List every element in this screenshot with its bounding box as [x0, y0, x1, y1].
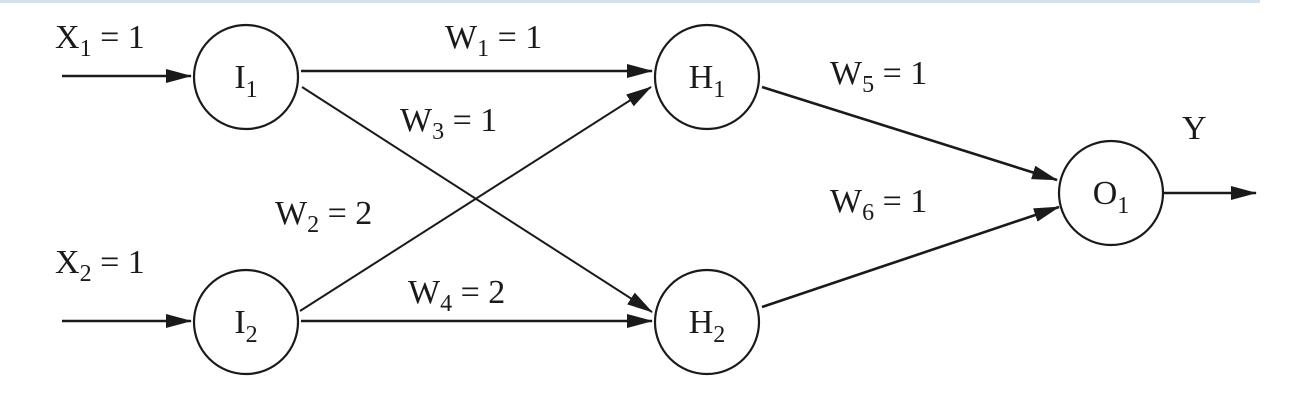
- svg-text:H2: H2: [689, 304, 726, 348]
- svg-text:O1: O1: [1093, 175, 1130, 219]
- weight-label-w3: W3 = 1: [400, 102, 497, 145]
- input-label-x1: X1 = 1: [55, 19, 145, 62]
- weight-label-w2: W2 = 2: [275, 195, 372, 238]
- node-h1: H1: [653, 23, 761, 131]
- node-i2: I2: [192, 268, 300, 376]
- weight-label-w6: W6 = 1: [830, 183, 927, 226]
- edges: [62, 64, 1257, 328]
- edge-w2: [299, 86, 652, 312]
- node-o1: O1: [1057, 139, 1165, 247]
- node-h2: H2: [653, 268, 761, 376]
- svg-text:I1: I1: [234, 59, 257, 103]
- top-rule: [0, 0, 1260, 3]
- edge-w6: [761, 205, 1060, 309]
- node-i1: I1: [192, 23, 300, 131]
- output-label-y: Y: [1182, 110, 1207, 147]
- weight-label-w4: W4 = 2: [408, 274, 505, 317]
- edge-w3: [301, 86, 653, 313]
- weight-label-w1: W1 = 1: [445, 19, 542, 62]
- svg-text:H1: H1: [689, 59, 726, 103]
- input-label-x2: X2 = 1: [55, 244, 145, 287]
- svg-text:I2: I2: [234, 304, 257, 348]
- weight-label-w5: W5 = 1: [830, 55, 927, 98]
- edge-w5: [761, 85, 1058, 182]
